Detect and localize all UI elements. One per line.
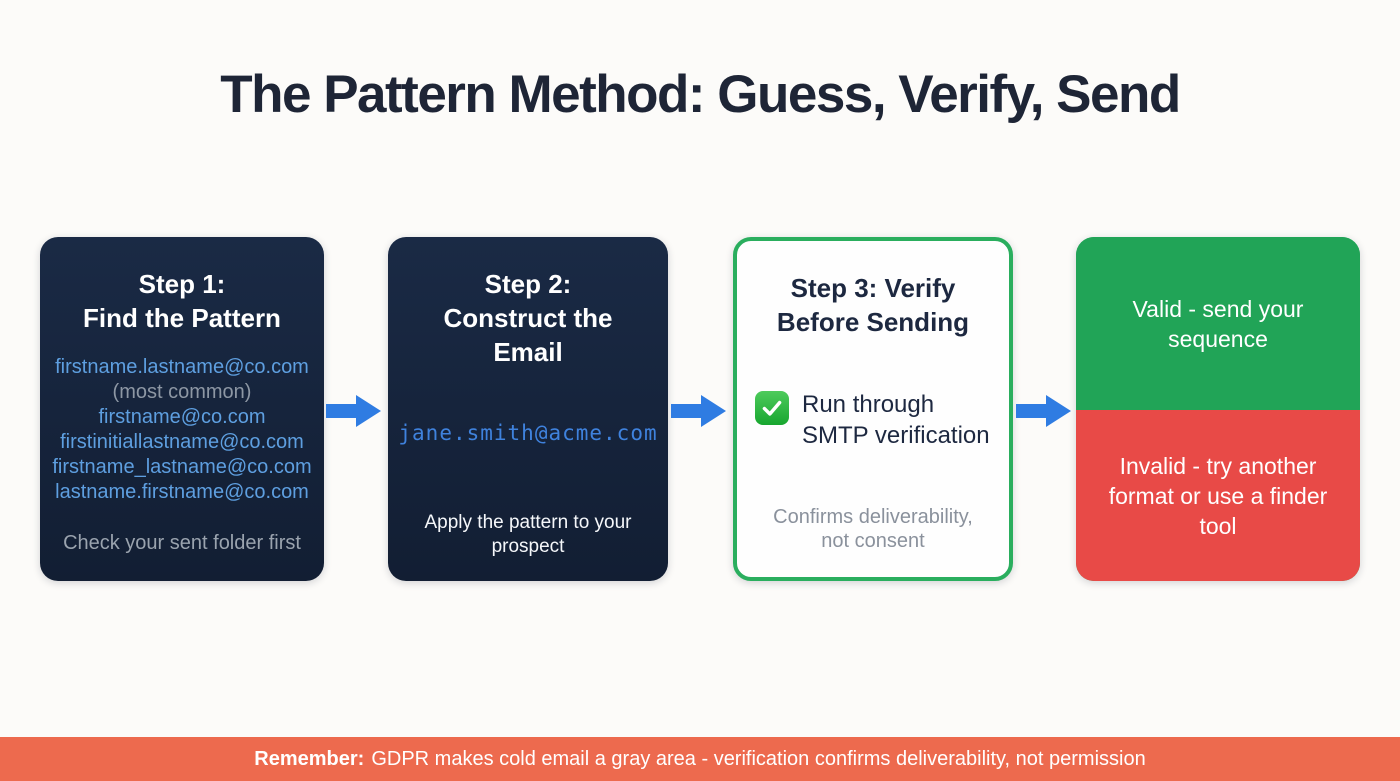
step2-card: Step 2: Construct the Email jane.smith@a… [388, 237, 668, 581]
arrow-right-icon [326, 395, 381, 427]
smtp-check-item: Run through SMTP verification [737, 389, 1009, 451]
reminder-banner: Remember: GDPR makes cold email a gray a… [0, 737, 1400, 781]
step3-title-line1: Step 3: Verify [790, 273, 956, 303]
email-pattern: lastname.firstname@co.com [55, 481, 309, 503]
step1-footnote: Check your sent folder first [63, 532, 301, 554]
step2-title-line3: Email [493, 337, 563, 367]
outcome-card: Valid - send your sequence Invalid - try… [1076, 237, 1360, 581]
step2-title-line1: Step 2: [484, 269, 572, 299]
email-pattern: firstname_lastname@co.com [52, 456, 312, 478]
valid-outcome: Valid - send your sequence [1076, 237, 1360, 410]
smtp-check-label: Run through SMTP verification [802, 391, 990, 449]
arrow-right-icon [671, 395, 726, 427]
step1-title-line2: Find the Pattern [83, 303, 281, 333]
page-title: The Pattern Method: Guess, Verify, Send [220, 65, 1181, 124]
email-pattern: firstinitiallastname@co.com [60, 431, 304, 453]
email-pattern-list: firstname.lastname@co.com (most common) … [52, 355, 311, 505]
arrow-right-icon [1016, 395, 1071, 427]
step1-title: Step 1: Find the Pattern [83, 267, 281, 335]
invalid-outcome-label: Invalid - try another format or use a fi… [1108, 452, 1328, 539]
step2-title: Step 2: Construct the Email [444, 267, 613, 369]
step2-footnote: Apply the pattern to your prospect [424, 512, 632, 557]
step3-footnote: Confirms deliverability, not consent [773, 506, 973, 552]
check-icon [755, 391, 789, 425]
invalid-outcome: Invalid - try another format or use a fi… [1076, 410, 1360, 581]
reminder-label: Remember: [254, 747, 365, 770]
example-email: jane.smith@acme.com [398, 421, 658, 445]
email-pattern: firstname@co.com [98, 406, 266, 428]
step1-title-line1: Step 1: [138, 269, 226, 299]
step2-title-line2: Construct the [443, 303, 613, 333]
email-pattern: firstname.lastname@co.com [55, 356, 309, 378]
step1-card: Step 1: Find the Pattern firstname.lastn… [40, 237, 324, 581]
step3-title-line2: Before Sending [776, 307, 970, 337]
reminder-text: GDPR makes cold email a gray area - veri… [371, 747, 1146, 770]
valid-outcome-label: Valid - send your sequence [1132, 295, 1304, 352]
step3-card: Step 3: Verify Before Sending Run throug… [733, 237, 1013, 581]
step3-title: Step 3: Verify Before Sending [777, 271, 969, 339]
pattern-note: (most common) [112, 381, 252, 403]
